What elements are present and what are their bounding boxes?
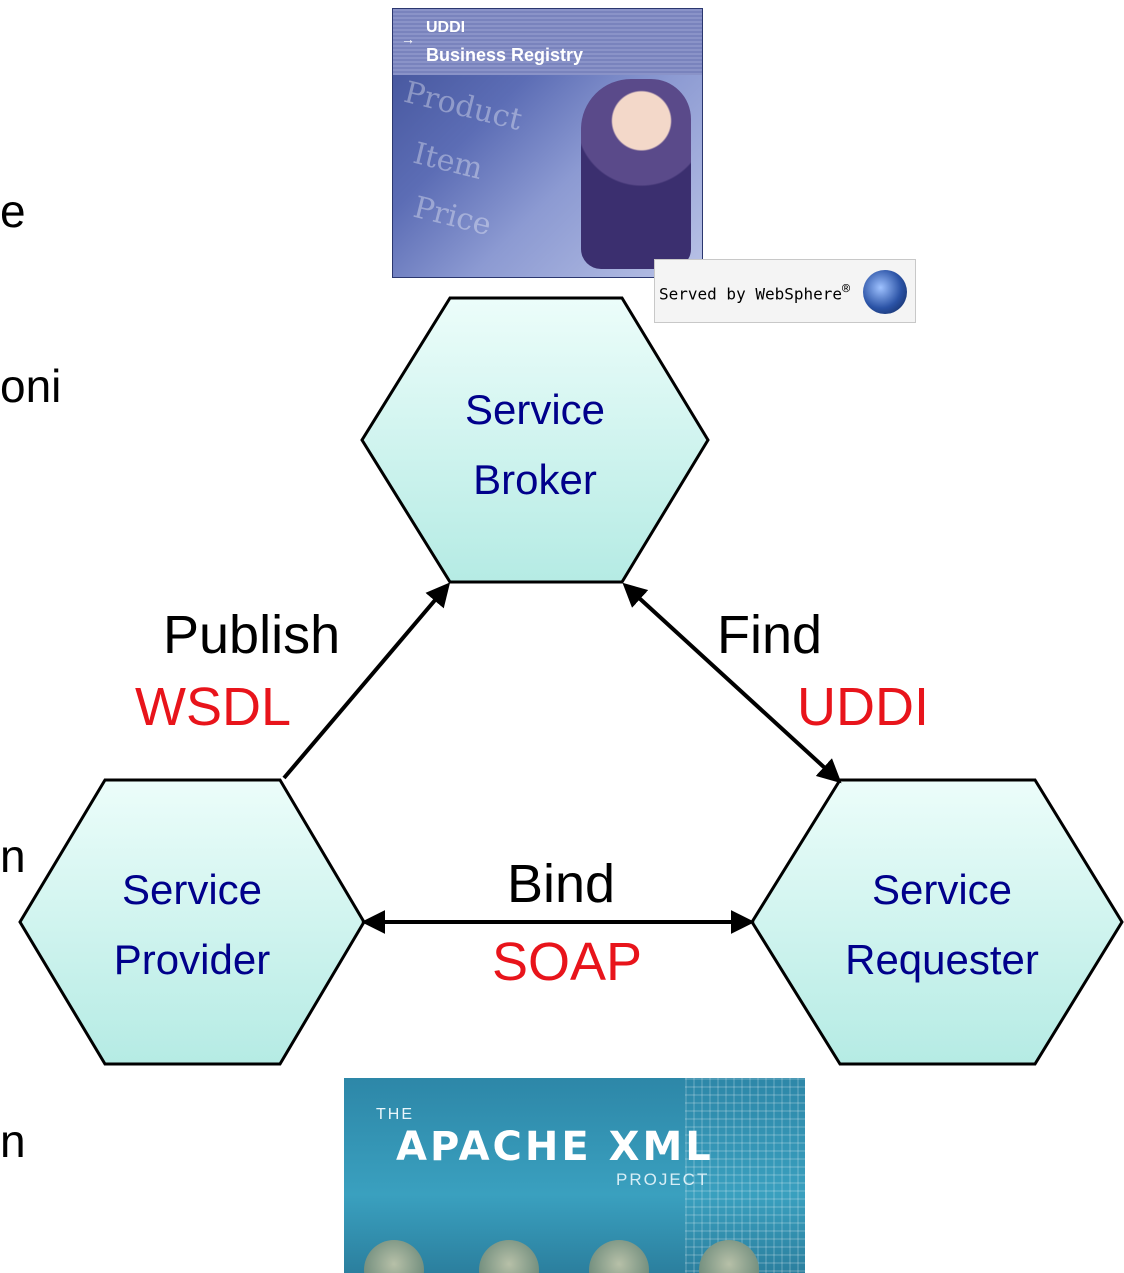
wsdl-label: WSDL (135, 677, 292, 737)
websphere-text: Served by WebSphere® (659, 282, 851, 304)
provider-label: Service Provider (82, 855, 302, 995)
find-arrow (622, 582, 842, 784)
provider-label-line1: Service (121, 866, 263, 913)
uddi-banner-subtitle: Business Registry (426, 45, 584, 65)
left-text-fragment-2: oni (0, 360, 62, 412)
provider-hexagon (18, 778, 366, 1066)
publish-arrow (282, 582, 451, 780)
provider-label-line2: Provider (113, 936, 271, 983)
requester-label-line1: Service (871, 866, 1013, 913)
apache-dot-2 (479, 1240, 539, 1273)
requester-label-line2: Requester (845, 936, 1039, 983)
uddi-banner-title: UDDI (426, 19, 466, 36)
requester-label: Service Requester (812, 855, 1072, 995)
uddi-label: UDDI (797, 677, 929, 737)
uddi-ghost-text-1: Product (400, 75, 526, 138)
apache-project-text: PROJECT (616, 1170, 710, 1189)
broker-label-line1: Service (464, 386, 606, 433)
uddi-registry-image: → UDDI Business Registry Product Item Pr… (392, 8, 703, 278)
left-text-fragment-3: n (0, 830, 26, 882)
broker-hexagon (360, 296, 710, 584)
apache-grid-pattern (685, 1078, 805, 1273)
uddi-banner (393, 9, 702, 75)
apache-the-text: THE (376, 1106, 414, 1123)
apache-dot-1 (364, 1240, 424, 1273)
uddi-person-photo (581, 79, 691, 269)
left-text-fragment-1: e (0, 185, 26, 237)
websphere-badge: Served by WebSphere® (654, 259, 916, 323)
uddi-ghost-text-2: Item (409, 136, 487, 187)
broker-label: Service Broker (430, 375, 640, 515)
publish-label: Publish (163, 605, 341, 665)
bind-label: Bind (507, 854, 616, 914)
soap-label: SOAP (492, 932, 643, 992)
websphere-globe-icon (863, 270, 907, 314)
broker-label-line2: Broker (473, 456, 597, 503)
find-label: Find (717, 605, 823, 665)
uddi-arrow-icon: → (401, 31, 415, 47)
uddi-ghost-text-3: Price (409, 190, 495, 243)
apache-dot-3 (589, 1240, 649, 1273)
apache-main-text: APACHE XML (396, 1124, 714, 1170)
apache-xml-logo: THE APACHE XML PROJECT (344, 1078, 805, 1273)
left-text-fragment-4: n (0, 1115, 26, 1167)
